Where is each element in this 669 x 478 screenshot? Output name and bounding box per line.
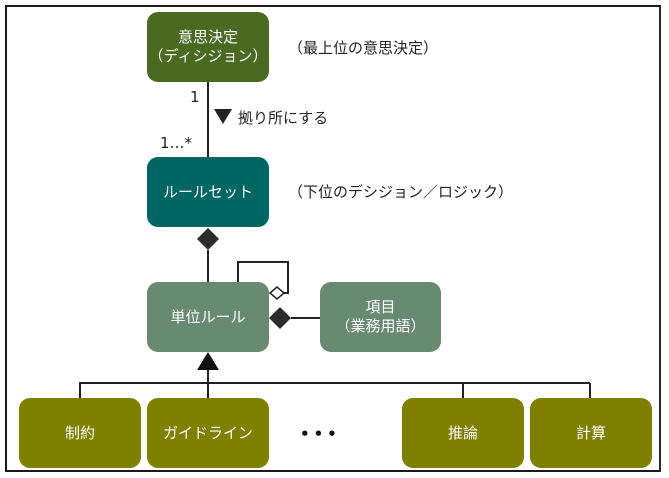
node-decision[interactable]: 意思決定 （ディシジョン）: [147, 12, 269, 82]
note-decision: （最上位の意思決定）: [288, 39, 439, 57]
composition-diamond-ruleset: [197, 228, 219, 250]
node-decision-subtitle: （ディシジョン）: [148, 47, 268, 65]
self-aggregation-line: [237, 261, 289, 294]
note-ruleset: （下位のデシジョン／ロジック）: [288, 183, 514, 201]
node-item[interactable]: 項目 （業務用語）: [320, 282, 441, 352]
association-label-text: 拠り所にする: [238, 109, 329, 127]
node-guideline[interactable]: ガイドライン: [147, 398, 269, 468]
node-unit-rule[interactable]: 単位ルール: [147, 282, 269, 352]
multiplicity-bottom: 1…*: [160, 134, 193, 152]
composition-diamond-item: [269, 307, 291, 329]
node-calculation-label: 計算: [575, 423, 606, 442]
node-decision-title: 意思決定: [177, 28, 238, 46]
multiplicity-top: 1: [190, 88, 200, 106]
node-ruleset[interactable]: ルールセット: [147, 157, 269, 227]
generalization-triangle: [197, 352, 219, 370]
direction-triangle-icon: [214, 109, 232, 124]
node-guideline-label: ガイドライン: [162, 423, 253, 442]
node-unit-rule-label: 単位ルール: [170, 307, 246, 326]
node-ruleset-label: ルールセット: [162, 182, 253, 201]
node-calculation[interactable]: 計算: [530, 398, 652, 468]
node-constraint-label: 制約: [64, 423, 95, 442]
node-item-subtitle: （業務用語）: [335, 317, 426, 335]
aggregation-diamond-hollow: [268, 286, 286, 300]
node-inference-label: 推論: [447, 423, 478, 442]
node-item-title: 項目: [365, 298, 396, 316]
node-constraint[interactable]: 制約: [19, 398, 141, 468]
ellipsis: •••: [300, 425, 341, 443]
association-label: 拠り所にする: [214, 107, 328, 128]
diagram-frame: [5, 5, 661, 472]
node-inference[interactable]: 推論: [402, 398, 524, 468]
